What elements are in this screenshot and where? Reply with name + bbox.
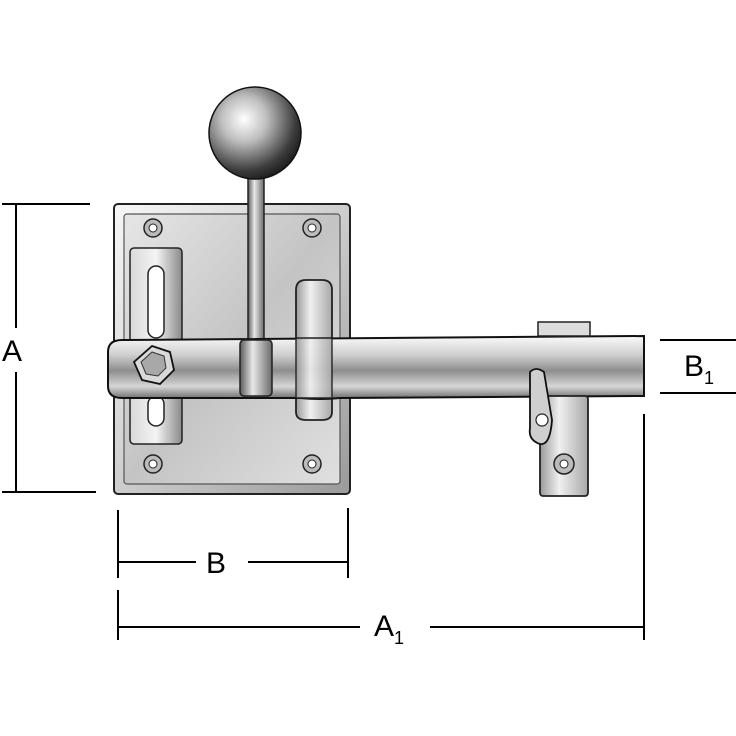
screw-hole-bottom-right	[302, 454, 322, 474]
lift-handle	[208, 86, 302, 351]
dimension-lines	[2, 203, 736, 640]
handle-knob	[208, 86, 302, 180]
dimension-label-b1: B1	[684, 350, 714, 388]
latch-bar	[107, 334, 645, 400]
screw-hole-top-right	[302, 218, 322, 238]
dimension-label-a1: A1	[374, 610, 404, 648]
pivot-bolt	[132, 344, 175, 385]
catch-screw-hole	[553, 453, 575, 475]
catch-hook	[528, 368, 553, 445]
dimension-label-b: B	[206, 547, 226, 580]
screw-hole-bottom-left	[143, 454, 163, 474]
dimension-label-a: A	[2, 335, 22, 368]
catch-keeper	[528, 321, 591, 497]
screw-hole-top-left	[143, 218, 163, 238]
